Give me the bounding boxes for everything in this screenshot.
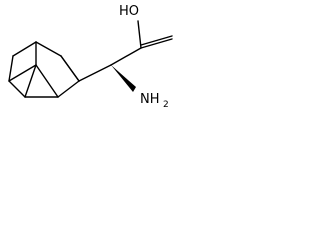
bond [12, 41, 37, 57]
carboxyl-group: HO [110, 4, 173, 66]
bond [8, 64, 37, 82]
bond [8, 80, 26, 98]
bond-carbon-hydroxyl [137, 20, 142, 49]
wedge-bond [111, 65, 136, 92]
amino-subscript: 2 [163, 100, 169, 110]
bond [35, 64, 59, 98]
hydroxyl-label: HO [119, 4, 139, 19]
bond-carbonyl-oxygen [140, 38, 173, 49]
bond [60, 55, 80, 82]
bond [8, 55, 14, 82]
bond [35, 41, 62, 57]
bond-carbonyl-oxygen-double [140, 35, 173, 46]
amino-group: NH 2 [111, 65, 169, 110]
bond [24, 64, 37, 98]
molecule-structure: HO NH 2 [8, 4, 173, 110]
adamantane-cage [8, 41, 80, 98]
bond-cage-alpha [78, 64, 112, 82]
bond-alpha-carbonyl [110, 47, 142, 66]
bond [57, 80, 80, 98]
amino-label: NH [140, 92, 160, 107]
